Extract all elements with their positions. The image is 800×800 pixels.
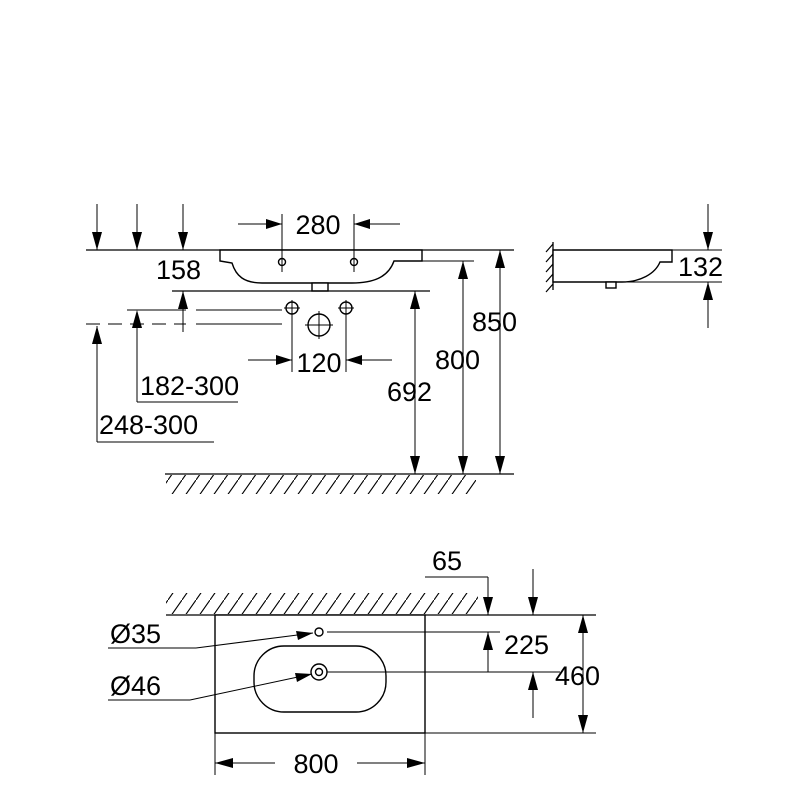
floor-hatch [166, 475, 476, 494]
dim-65-label: 65 [432, 546, 462, 576]
side-waste-outlet [605, 281, 617, 289]
tap-hole [314, 627, 324, 637]
dim-158-label: 158 [156, 255, 201, 285]
dim-280-label: 280 [295, 210, 340, 240]
wall-hatch [166, 593, 478, 614]
dim-182-300-label: 182-300 [140, 371, 239, 401]
dim-132-label: 132 [678, 252, 723, 282]
dim-800-horizontal-label: 800 [293, 749, 338, 779]
dim-120-label: 120 [296, 348, 341, 378]
front-view: 280 158 120 [86, 204, 517, 494]
dim-692-label: 692 [387, 377, 432, 407]
top-view: 65 Ø35 Ø46 225 460 800 [108, 546, 600, 779]
dim-248-300-label: 248-300 [99, 410, 198, 440]
dim-850-label: 850 [472, 307, 517, 337]
dim-225-label: 225 [504, 630, 549, 660]
basin-front-elevation [219, 249, 423, 284]
side-view: 132 [545, 204, 723, 328]
dim-dia35-label: Ø35 [110, 619, 161, 649]
waste-outlet [311, 282, 329, 292]
basin-side-elevation [552, 249, 673, 283]
dim-800-vertical-label: 800 [435, 345, 480, 375]
arrow [266, 219, 282, 229]
arrow [354, 219, 370, 229]
dim-460-label: 460 [555, 661, 600, 691]
dim-dia46-label: Ø46 [110, 671, 161, 701]
